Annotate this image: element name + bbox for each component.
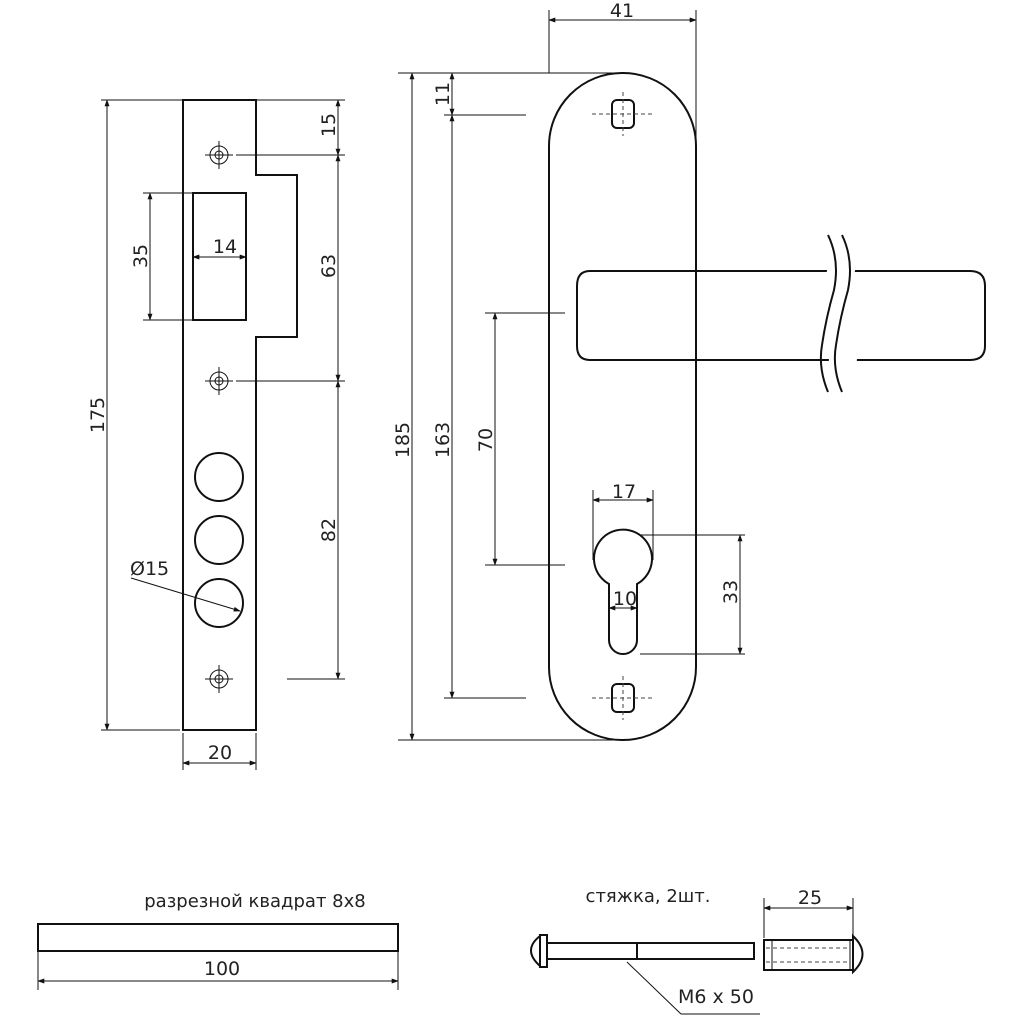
bolt-thread (636, 942, 755, 960)
dim-10: 10 (613, 588, 637, 610)
bolt-shank (546, 942, 638, 960)
dim-11: 11 (432, 82, 454, 106)
dim-175: 175 (87, 397, 109, 433)
screw-hole-top (205, 141, 233, 169)
spindle-bar (37, 923, 399, 952)
dim-41: 41 (610, 0, 634, 22)
cylinder-cutout (593, 528, 653, 655)
dim-25: 25 (798, 887, 822, 909)
screw-caption: стяжка, 2шт. (586, 886, 711, 907)
dim-100: 100 (204, 958, 240, 980)
dim-82: 82 (318, 518, 340, 542)
lever-handle (576, 234, 986, 393)
escutcheon-screw-top (592, 92, 654, 136)
bolt-hole-1 (194, 452, 244, 502)
dim-35: 35 (130, 244, 152, 268)
dim-163: 163 (432, 422, 454, 458)
dim-33: 33 (720, 580, 742, 604)
spindle-caption: разрезной квадрат 8x8 (144, 891, 365, 912)
bolt-head (530, 933, 541, 969)
handle-plate: 41 11 185 163 70 17 10 33 (392, 0, 986, 741)
strike-plate: 175 35 14 15 63 82 20 Ø15 (87, 99, 345, 770)
screw-size-label: М6 х 50 (678, 986, 754, 1008)
dim-14: 14 (213, 236, 237, 258)
screw-hole-bottom (205, 665, 233, 693)
dim-15: 15 (318, 113, 340, 137)
bolt-hole-3 (194, 578, 244, 628)
bolt-hole-2 (194, 515, 244, 565)
escutcheon-screw-bottom (592, 676, 654, 720)
dim-63: 63 (318, 254, 340, 278)
dim-185: 185 (392, 422, 414, 458)
sleeve-nut (763, 933, 864, 975)
strike-plate-outline (182, 99, 298, 731)
escutcheon-outline (548, 72, 697, 741)
screw: стяжка, 2шт. 25 М6 х 50 (530, 886, 864, 1015)
dim-20: 20 (208, 742, 232, 764)
dim-70: 70 (475, 428, 497, 452)
dim-17: 17 (612, 481, 636, 503)
screw-hole-middle (205, 367, 233, 395)
dim-hole-diameter: Ø15 (130, 558, 169, 580)
spindle: разрезной квадрат 8x8 100 (37, 891, 399, 990)
